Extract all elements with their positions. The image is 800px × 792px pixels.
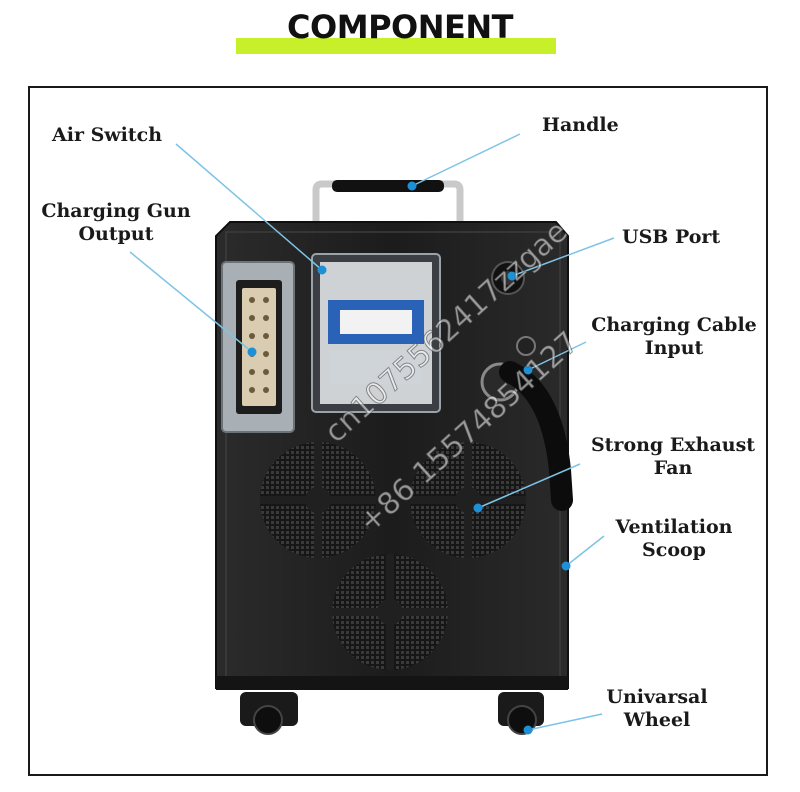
wheels <box>240 692 544 735</box>
label-line: Input <box>644 337 704 359</box>
label-line: Wheel <box>623 709 691 731</box>
page-title: COMPONENT <box>287 8 513 46</box>
title-area: COMPONENT <box>0 0 800 60</box>
title-highlight-bar <box>236 38 556 54</box>
label-usb-port: USB Port <box>622 226 721 248</box>
cable-gland-part <box>480 336 573 511</box>
label-line: Ventilation <box>615 516 733 538</box>
label-line: Charging Cable <box>591 314 757 336</box>
diagram-frame <box>28 86 768 776</box>
label-ventilation-scoop: Ventilation Scoop <box>604 516 744 562</box>
label-line: Fan <box>653 457 693 479</box>
label-line: Output <box>78 223 154 245</box>
label-line: Strong Exhaust <box>590 434 756 456</box>
label-strong-exhaust-fan: Strong Exhaust Fan <box>582 434 764 480</box>
label-charging-cable-input: Charging Cable Input <box>586 314 762 360</box>
label-line: Scoop <box>642 539 706 561</box>
cabinet-body <box>215 221 569 690</box>
charging-gun-socket <box>221 261 295 433</box>
label-air-switch: Air Switch <box>52 124 163 146</box>
label-universal-wheel: Univarsal Wheel <box>592 686 722 732</box>
callout-lines <box>129 133 615 731</box>
label-line: Univarsal <box>606 686 708 708</box>
air-switch-box <box>311 253 441 413</box>
handle-part <box>312 180 464 228</box>
exhaust-fans <box>260 442 526 670</box>
callout-dots <box>247 181 571 735</box>
label-charging-gun-output: Charging Gun Output <box>36 200 196 246</box>
label-line: Charging Gun <box>41 200 191 222</box>
label-handle: Handle <box>542 114 619 136</box>
